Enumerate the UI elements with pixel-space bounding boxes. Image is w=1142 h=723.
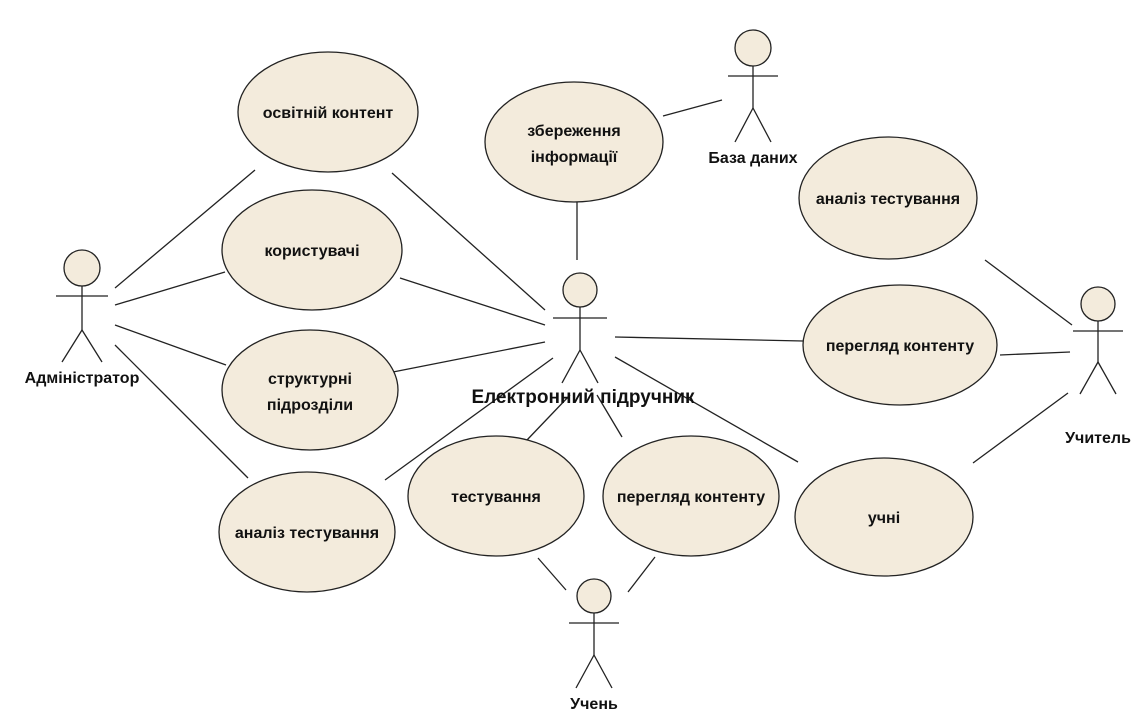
- actor-label: База даних: [708, 150, 797, 167]
- use-case-users[interactable]: користувачі: [221, 189, 403, 311]
- assoc-storage-db: [662, 99, 723, 117]
- actor-electronic-textbook[interactable]: Електронний підручник: [471, 272, 695, 408]
- use-case-label: аналіз тестування: [816, 191, 960, 208]
- assoc-system-students: [614, 356, 799, 463]
- use-case-label-line2: інформації: [531, 149, 618, 166]
- use-case-label-line1: структурні: [268, 371, 352, 388]
- actor-label: Електронний підручник: [471, 387, 695, 408]
- use-case-information-storage[interactable]: збереження інформації: [484, 81, 664, 203]
- assoc-analysis-system: [384, 357, 554, 481]
- assoc-admin-users: [114, 271, 226, 306]
- assoc-admin-analysis: [114, 344, 249, 479]
- use-case-label: учні: [868, 510, 900, 527]
- use-case-label: аналіз тестування: [235, 525, 379, 542]
- actor-label: Учитель: [1065, 430, 1131, 447]
- use-case-educational-content[interactable]: освітній контент: [237, 51, 419, 173]
- assoc-testing-student: [537, 557, 567, 591]
- use-case-view-content-teacher[interactable]: перегляд контенту: [802, 284, 998, 406]
- use-case-structural-units[interactable]: структурні підрозділи: [221, 329, 399, 451]
- use-case-label: перегляд контенту: [617, 489, 765, 506]
- actor-database[interactable]: База даних: [708, 29, 798, 167]
- assoc-users-system: [399, 277, 546, 326]
- use-case-test-analysis-admin[interactable]: аналіз тестування: [218, 471, 396, 593]
- actor-administrator[interactable]: Адміністратор: [25, 249, 140, 387]
- assoc-viewstudent-student: [627, 556, 656, 593]
- actor-student[interactable]: Учень: [569, 578, 619, 713]
- assoc-students-teacher: [972, 392, 1069, 464]
- use-case-testing[interactable]: тестування: [407, 435, 585, 557]
- actor-label: Адміністратор: [25, 370, 140, 387]
- actor-teacher[interactable]: Учитель: [1065, 286, 1131, 447]
- assoc-viewteacher-teacher: [999, 351, 1071, 356]
- assoc-system-viewteacher: [614, 336, 804, 342]
- use-case-label: користувачі: [264, 243, 359, 260]
- use-case-test-analysis-teacher[interactable]: аналіз тестування: [798, 136, 978, 260]
- use-case-label: освітній контент: [263, 105, 394, 122]
- use-case-label-line2: підрозділи: [267, 397, 353, 414]
- use-case-view-content-student[interactable]: перегляд контенту: [602, 435, 780, 557]
- use-case-label: перегляд контенту: [826, 338, 974, 355]
- assoc-system-testing: [526, 394, 571, 441]
- use-case-students[interactable]: учні: [794, 457, 974, 577]
- assoc-units-system: [392, 341, 546, 373]
- actor-head: [576, 578, 612, 614]
- assoc-content-system: [391, 172, 546, 311]
- actor-head: [1080, 286, 1116, 322]
- use-case-label: тестування: [451, 489, 541, 506]
- actor-head: [63, 249, 101, 287]
- associations: [114, 99, 1073, 593]
- use-case-label-line1: збереження: [527, 123, 621, 140]
- assoc-admin-content: [114, 169, 256, 289]
- assoc-admin-units: [114, 324, 227, 366]
- assoc-analysis-teacher: [984, 259, 1073, 326]
- actor-label: Учень: [570, 696, 618, 713]
- assoc-system-viewstudent: [596, 394, 623, 438]
- actor-head: [562, 272, 598, 308]
- actor-head: [734, 29, 772, 67]
